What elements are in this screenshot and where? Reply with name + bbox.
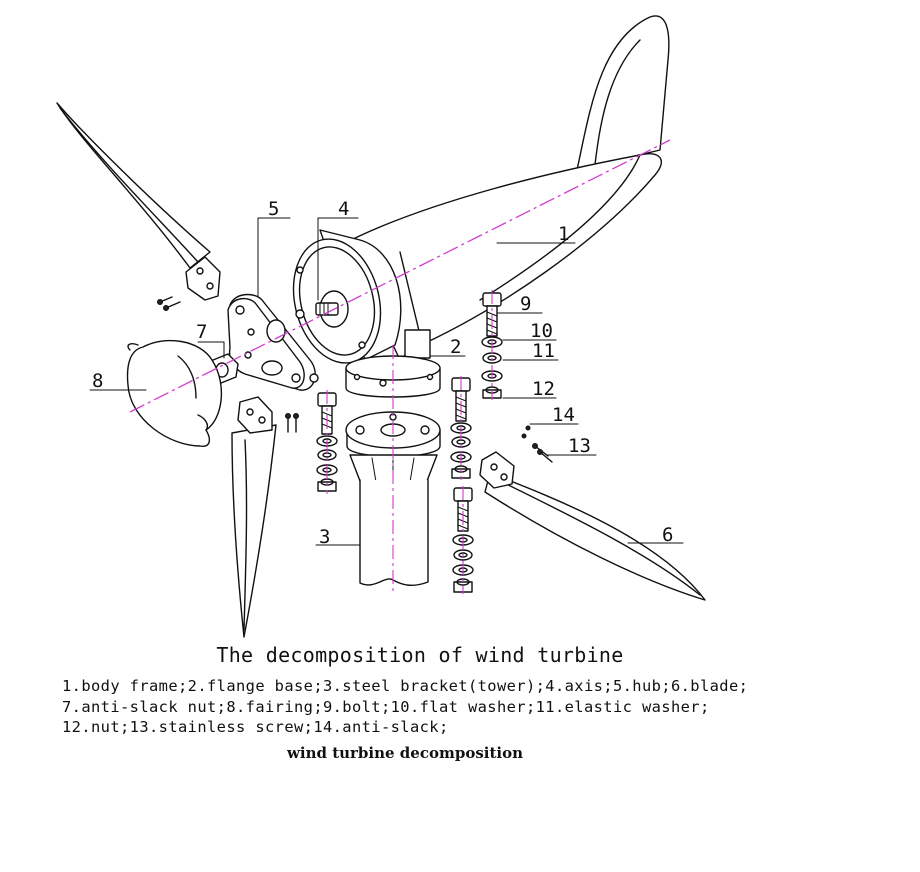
callout-6: 6 bbox=[662, 524, 673, 546]
part-blade-right bbox=[479, 451, 706, 601]
legend-line-3: 12.nut;13.stainless screw;14.anti-slack; bbox=[62, 718, 449, 736]
callout-11: 11 bbox=[532, 340, 555, 362]
callout-4: 4 bbox=[338, 198, 349, 220]
callout-3: 3 bbox=[319, 526, 330, 548]
turbine-exploded-drawing: 1 2 3 4 5 6 7 8 9 10 11 12 13 14 bbox=[56, 15, 706, 638]
leader-lines bbox=[89, 217, 684, 546]
callout-2: 2 bbox=[450, 336, 461, 358]
callout-12: 12 bbox=[532, 378, 555, 400]
callout-8: 8 bbox=[92, 370, 103, 392]
figure-title: The decomposition of wind turbine bbox=[216, 643, 624, 667]
callout-7: 7 bbox=[196, 321, 207, 343]
legend-line-2: 7.anti-slack nut;8.fairing;9.bolt;10.fla… bbox=[62, 698, 710, 716]
part-flange-base bbox=[345, 355, 441, 398]
callout-1: 1 bbox=[558, 223, 569, 245]
callout-10: 10 bbox=[530, 320, 553, 342]
figure-caption: wind turbine decomposition bbox=[286, 744, 524, 762]
callout-9: 9 bbox=[520, 293, 531, 315]
part-blade-lower bbox=[231, 396, 277, 638]
legend-line-1: 1.body frame;2.flange base;3.steel brack… bbox=[62, 677, 749, 695]
small-screws bbox=[157, 296, 553, 463]
callout-5: 5 bbox=[268, 198, 279, 220]
callout-14: 14 bbox=[552, 404, 575, 426]
callout-numbers: 1 2 3 4 5 6 7 8 9 10 11 12 13 14 bbox=[92, 198, 673, 548]
part-blade-upper-left bbox=[56, 102, 221, 301]
callout-13: 13 bbox=[568, 435, 591, 457]
part-fairing bbox=[126, 339, 223, 447]
center-axes bbox=[129, 139, 671, 594]
